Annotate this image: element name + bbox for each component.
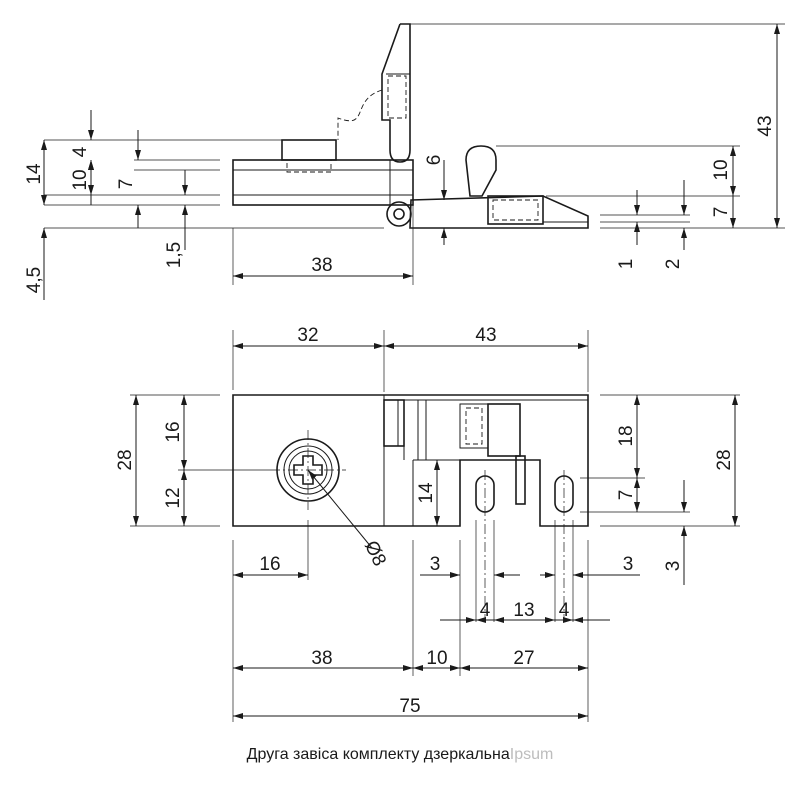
dim-plan-28-left: 28 <box>115 449 136 470</box>
dim-plan-16: 16 <box>163 421 184 442</box>
dim-side-43: 43 <box>755 115 776 136</box>
dim-plan-43: 43 <box>475 325 496 346</box>
side-view: 4 14 10 7 4,5 1,5 38 6 43 10 7 1 2 <box>24 23 785 300</box>
knuckle-block <box>383 399 405 447</box>
dim-side-4-5: 4,5 <box>24 267 45 293</box>
dim-side-7: 7 <box>116 179 137 190</box>
dim-plan-3-vertical: 3 <box>663 561 684 572</box>
screw-head-side <box>281 139 337 161</box>
dim-plan-18: 18 <box>616 425 637 446</box>
dim-side-4: 4 <box>70 146 91 157</box>
dim-side-1-5: 1,5 <box>164 242 185 268</box>
dim-plan-3-left: 3 <box>430 554 441 575</box>
dim-side-6: 6 <box>424 155 445 166</box>
plan-view: 32 43 28 16 12 28 18 7 3 14 16 Ø8 3 3 4 … <box>115 325 740 722</box>
dim-plan-7: 7 <box>616 490 637 501</box>
caption-text: Друга завіса комплекту дзеркальна <box>246 746 510 763</box>
cross-recess-icon <box>293 455 323 485</box>
screw-head <box>276 438 340 502</box>
hinge-body <box>232 159 414 206</box>
caption: Друга завіса комплекту дзеркальнаIpsum <box>0 746 800 764</box>
dim-plan-75: 75 <box>399 696 420 717</box>
dim-plan-16-bottom: 16 <box>259 554 280 575</box>
dim-plan-14: 14 <box>416 482 437 504</box>
dim-plan-28-right: 28 <box>714 449 735 470</box>
watermark: Ipsum <box>509 746 554 763</box>
dim-plan-12: 12 <box>163 487 184 508</box>
dim-plan-10: 10 <box>426 648 447 669</box>
mirror-plate <box>409 195 589 229</box>
dim-side-10: 10 <box>70 169 91 190</box>
dim-plan-13: 13 <box>513 600 534 621</box>
dim-plan-4-left: 4 <box>480 600 491 621</box>
dim-plan-38: 38 <box>311 648 332 669</box>
dim-side-2: 2 <box>663 259 684 270</box>
dim-side-1: 1 <box>616 259 637 270</box>
plan-outline <box>232 394 589 527</box>
dim-plan-32: 32 <box>297 325 318 346</box>
dim-plan-3-right: 3 <box>623 554 634 575</box>
dim-side-38: 38 <box>311 255 332 276</box>
dim-side-7-right: 7 <box>711 207 732 218</box>
dim-plan-27: 27 <box>513 648 534 669</box>
hinge-arm <box>381 23 411 163</box>
dim-plan-4-right: 4 <box>559 600 570 621</box>
dim-side-10-right: 10 <box>711 159 732 180</box>
dim-side-14: 14 <box>24 163 45 185</box>
dim-plan-diameter: Ø8 <box>360 538 390 570</box>
